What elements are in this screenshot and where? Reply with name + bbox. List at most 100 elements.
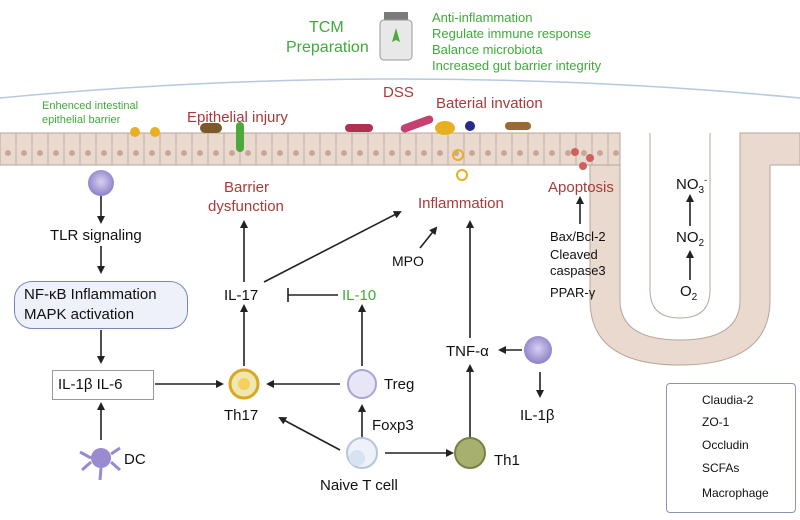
th17-cell-icon <box>228 368 260 400</box>
tnfa-label: TNF-α <box>446 343 489 360</box>
cell-nucleus <box>533 150 539 156</box>
cleaved-line1: Cleaved <box>550 247 598 262</box>
cell-nucleus <box>501 150 507 156</box>
cell-nucleus <box>341 150 347 156</box>
cell-nucleus <box>245 150 251 156</box>
legend-scfa-label: SCFAs <box>702 461 740 475</box>
cell-nucleus <box>133 150 139 156</box>
il10-label: IL-10 <box>342 287 377 304</box>
cell-nucleus <box>565 150 571 156</box>
o2-sub: 2 <box>691 292 698 303</box>
cell-nucleus <box>373 150 379 156</box>
il17-label: IL-17 <box>224 287 259 304</box>
apoptosis-label: Apoptosis <box>548 179 614 196</box>
ppar-label: PPAR-γ <box>550 285 596 300</box>
cell-nucleus <box>357 150 363 156</box>
il1b-il6-box <box>52 370 154 400</box>
naive-t-cell-icon <box>346 437 378 469</box>
cell-nucleus <box>117 150 123 156</box>
cell-nucleus <box>21 150 27 156</box>
tcm-effect-3: Balance microbiota <box>432 42 543 57</box>
th1-cell-icon <box>454 437 486 469</box>
epithelium-strip <box>0 132 621 166</box>
cell-nucleus <box>53 150 59 156</box>
o2-text: O <box>680 283 692 300</box>
o2-label: O2 <box>680 284 697 303</box>
tcm-effect-1: Anti-inflammation <box>432 10 533 25</box>
tcm-effect-2: Regulate immune response <box>432 26 591 41</box>
nfkb-box <box>14 281 188 329</box>
dc-label: DC <box>124 451 146 468</box>
foxp3-label: Foxp3 <box>372 417 414 434</box>
no3-text: NO <box>676 176 699 193</box>
no3-sup: - <box>704 175 708 185</box>
treg-cell-icon <box>347 369 377 399</box>
bacteria <box>130 115 594 181</box>
cell-nucleus <box>517 150 523 156</box>
enhanced-line2: epithelial barrier <box>42 114 121 126</box>
no3-sub: 3 <box>698 185 705 196</box>
legend-box <box>666 383 796 513</box>
enhanced-line1: Enhenced intestinal <box>42 100 139 112</box>
no2-text: NO <box>676 229 699 246</box>
cell-nucleus <box>549 150 555 156</box>
cell-nucleus <box>213 150 219 156</box>
cell-nucleus <box>309 150 315 156</box>
cell-nucleus <box>181 150 187 156</box>
cell-nucleus <box>165 150 171 156</box>
epithelial-injury-label: Epithelial injury <box>187 109 288 126</box>
cell-nucleus <box>85 150 91 156</box>
dc-cell-icon <box>79 446 121 481</box>
treg-label: Treg <box>384 376 415 393</box>
crypt <box>589 132 800 366</box>
nfkb-label: NF-κB Inflammation <box>24 286 157 303</box>
cell-nucleus <box>197 150 203 156</box>
tcm-title-1: TCM <box>309 19 344 36</box>
tcm-effect-4: Increased gut barrier integrity <box>432 58 602 73</box>
legend-zo1-label: ZO-1 <box>702 415 730 429</box>
no3-label: NO3- <box>676 176 707 196</box>
mapk-label: MAPK activation <box>24 306 135 323</box>
cleaved-line2: caspase3 <box>550 263 606 278</box>
cell-nucleus <box>69 150 75 156</box>
cell-nucleus <box>485 150 491 156</box>
cell-nucleus <box>613 150 619 156</box>
mpo-label: MPO <box>392 253 424 269</box>
cell-nucleus <box>325 150 331 156</box>
no2-sub: 2 <box>698 238 705 249</box>
legend-occludin-label: Occludin <box>702 438 749 452</box>
cell-nucleus <box>5 150 11 156</box>
tlr-label: TLR signaling <box>50 227 142 244</box>
legend-claudin-label: Claudia-2 <box>702 393 754 407</box>
cell-nucleus <box>581 150 587 156</box>
cell-nucleus <box>389 150 395 156</box>
cell-nucleus <box>101 150 107 156</box>
macrophage-right-icon <box>524 336 552 364</box>
cell-nucleus <box>149 150 155 156</box>
dss-label: DSS <box>383 84 414 101</box>
il1b-il6-label: IL-1β IL-6 <box>58 376 123 393</box>
cell-nucleus <box>421 150 427 156</box>
cell-nucleus <box>37 150 43 156</box>
th17-label: Th17 <box>224 407 259 424</box>
cell-nucleus <box>293 150 299 156</box>
cell-nucleus <box>405 150 411 156</box>
no2-label: NO2 <box>676 230 704 249</box>
barrier-dysfunction-line1: Barrier <box>224 179 270 196</box>
tcm-bottle-icon <box>379 12 413 61</box>
th1-label: Th1 <box>494 452 520 469</box>
macrophage-top-icon <box>88 170 114 196</box>
tcm-title-2: Preparation <box>286 39 369 56</box>
bacterial-invasion-label: Baterial invation <box>436 95 543 112</box>
cell-nucleus <box>277 150 283 156</box>
cell-nucleus <box>597 150 603 156</box>
lumen-boundary <box>0 78 800 99</box>
naive-t-cell-label: Naive T cell <box>320 477 398 494</box>
cell-nucleus <box>261 150 267 156</box>
arrows <box>97 194 694 457</box>
cell-nucleus <box>469 150 475 156</box>
barrier-dysfunction-line2: dysfunction <box>208 198 284 215</box>
bax-label: Bax/Bcl-2 <box>550 229 606 244</box>
